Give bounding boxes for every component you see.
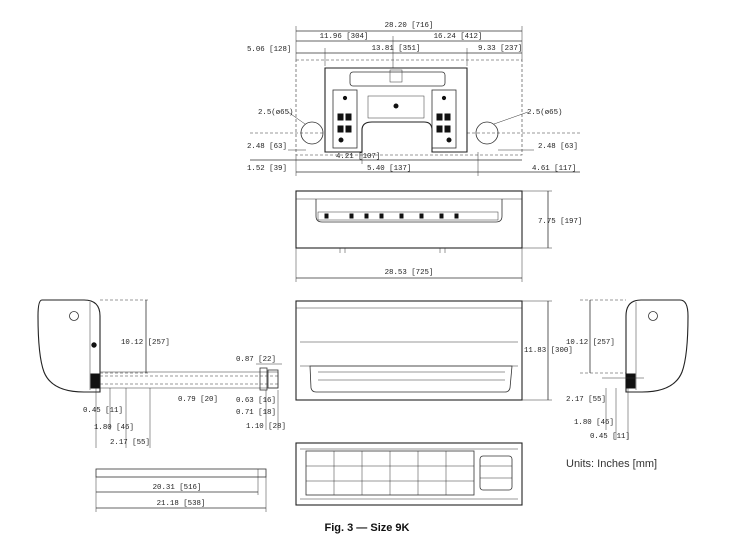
right-mount-hole [648, 311, 658, 321]
plate-width-dim: 13.81 [351] [372, 45, 421, 53]
left-pipe-hole [300, 121, 324, 145]
unit-top-outline [295, 190, 523, 249]
pipe-c-dim: 0.63 [16] [236, 397, 276, 405]
overall-width-dim: 28.20 [716] [385, 22, 434, 30]
pipe-inner-length-dim: 20.31 [516] [153, 484, 202, 492]
figure-caption: Fig. 3 — Size 9K [325, 522, 410, 534]
right-side-height-dim: 10.12 [257] [566, 339, 615, 347]
unit-front-outline [295, 300, 523, 401]
hole-right-dia-dim: 2.5(ø65) [527, 109, 562, 117]
left-offset-dim: 5.06 [128] [247, 46, 291, 54]
top-view: 7.75 [197] 28.53 [725] [295, 190, 582, 282]
left-bottom-c-dim: 2.17 [55] [110, 439, 150, 447]
right-inner-dim: 4.61 [117] [532, 165, 576, 173]
left-side-height-dim: 10.12 [257] [121, 339, 170, 347]
front-view: 11.83 [300] [295, 300, 573, 401]
left-side-view: 10.12 [257] 0.87 [22] 0.79 [20] 0.63 [16… [37, 299, 286, 448]
left-side-outline [37, 299, 101, 393]
center-to-right-dim: 16.24 [412] [434, 33, 483, 41]
left-bottom-b-dim: 1.80 [46] [94, 424, 134, 432]
right-side-outline [625, 299, 689, 393]
top-width-dim: 28.53 [725] [385, 269, 434, 277]
hole-left-dia-dim: 2.5(ø65) [258, 109, 293, 117]
bottom-view [295, 442, 523, 506]
pipe-view: 20.31 [516] 21.18 [538] [95, 468, 267, 512]
unit-bottom-outline [295, 442, 523, 506]
right-offset-dim: 9.33 [237] [478, 45, 522, 53]
left-bottom-a-dim: 0.45 [11] [83, 407, 123, 415]
pipe-outer-length-dim: 21.18 [538] [157, 500, 206, 508]
right-bottom-a-dim: 2.17 [55] [566, 396, 606, 404]
pipe-drawing [95, 468, 267, 478]
pipe-b-dim: 0.79 [20] [178, 396, 218, 404]
front-louver [309, 365, 513, 393]
right-pipe-hole [475, 121, 499, 145]
right-bottom-b-dim: 1.80 [46] [574, 419, 614, 427]
right-bottom-c-dim: 0.45 [11] [590, 433, 630, 441]
units-note: Units: Inches [mm] [566, 458, 657, 470]
center-span-dim: 5.40 [137] [367, 165, 411, 173]
hole-left-edge-dim: 1.52 [39] [247, 165, 287, 173]
left-pipe-assembly [99, 371, 279, 389]
hole-left-height-dim: 2.48 [63] [247, 143, 287, 151]
pipe-a-dim: 0.87 [22] [236, 356, 276, 364]
pipe-d-dim: 0.71 [18] [236, 409, 276, 417]
top-height-dim: 7.75 [197] [538, 218, 582, 226]
mounting-plate-view: 28.20 [716] 11.96 [304] 16.24 [412] 5.06… [247, 22, 580, 176]
left-inner-dim: 4.21 [107] [336, 153, 380, 161]
left-mount-hole [69, 311, 79, 321]
right-side-view: 10.12 [257] 2.17 [55] 1.80 [46] 0.45 [11… [566, 299, 689, 441]
front-height-dim: 11.83 [300] [524, 347, 573, 355]
hole-right-height-dim: 2.48 [63] [538, 143, 578, 151]
mounting-plate [324, 67, 468, 153]
left-to-center-dim: 11.96 [304] [320, 33, 369, 41]
